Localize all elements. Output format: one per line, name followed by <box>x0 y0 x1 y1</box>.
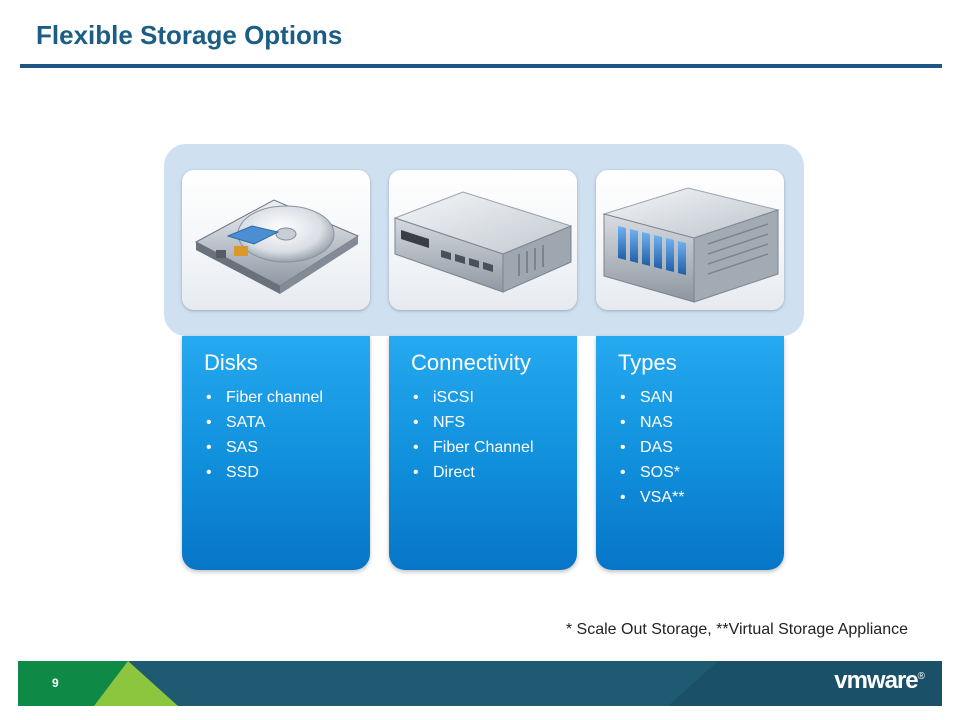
list-item: NFS <box>411 413 571 433</box>
registered-mark: ® <box>917 671 925 682</box>
hard-disk-icon <box>182 170 370 310</box>
list-item: SSD <box>204 463 364 483</box>
card-disks: Disks Fiber channel SATA SAS SSD <box>182 336 370 570</box>
list-item: DAS <box>618 438 778 458</box>
footer-graphic <box>18 661 942 706</box>
storage-array-icon <box>596 170 784 310</box>
card-types: Types SAN NAS DAS SOS* VSA** <box>596 336 784 570</box>
list-item: iSCSI <box>411 388 571 408</box>
footnote: * Scale Out Storage, **Virtual Storage A… <box>565 621 908 638</box>
list-item: SAN <box>618 388 778 408</box>
card-heading: Disks <box>204 350 258 375</box>
list-item: Fiber Channel <box>411 438 571 458</box>
page-number: 9 <box>52 676 59 690</box>
footer-bar: 9 vmware® <box>18 661 942 706</box>
list-item: SATA <box>204 413 364 433</box>
card-list: SAN NAS DAS SOS* VSA** <box>618 388 778 513</box>
logo-text: vmware <box>834 667 918 694</box>
list-item: NAS <box>618 413 778 433</box>
list-item: Direct <box>411 463 571 483</box>
card-heading: Connectivity <box>411 350 531 375</box>
list-item: SOS* <box>618 463 778 483</box>
title-divider <box>20 64 942 68</box>
list-item: Fiber channel <box>204 388 364 408</box>
slide-title: Flexible Storage Options <box>36 20 343 50</box>
network-switch-icon <box>389 170 577 310</box>
vmware-logo: vmware® <box>834 667 925 695</box>
card-connectivity: Connectivity iSCSI NFS Fiber Channel Dir… <box>389 336 577 570</box>
card-heading: Types <box>618 350 677 375</box>
card-list: iSCSI NFS Fiber Channel Direct <box>411 388 571 488</box>
card-list: Fiber channel SATA SAS SSD <box>204 388 364 488</box>
list-item: SAS <box>204 438 364 458</box>
list-item: VSA** <box>618 488 778 508</box>
